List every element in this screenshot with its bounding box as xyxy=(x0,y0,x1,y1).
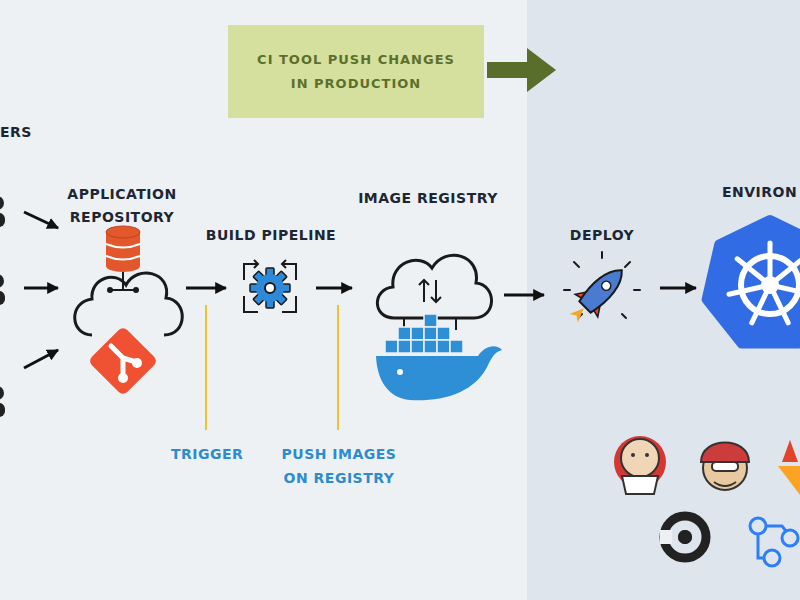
step-label: PUSH IMAGES ON REGISTRY xyxy=(280,442,398,490)
ci-arrow xyxy=(487,48,556,92)
step-heading: DEPLOY xyxy=(537,224,667,247)
step-heading: BUILD PIPELINE xyxy=(186,224,356,247)
rocket-icon xyxy=(562,252,640,330)
step-heading: IMAGE REGISTRY xyxy=(343,187,513,210)
kubernetes-logo xyxy=(707,220,800,344)
registry-icon xyxy=(376,255,502,400)
ci-note-box: CI TOOL PUSH CHANGES IN PRODUCTION xyxy=(228,25,484,118)
container-stack xyxy=(385,314,463,353)
note-text: CI TOOL PUSH CHANGES IN PRODUCTION xyxy=(249,48,463,96)
jenkins-logo xyxy=(614,436,666,494)
step-label: TRIGGER xyxy=(171,442,261,466)
git-logo xyxy=(88,326,159,397)
flow-arrow xyxy=(186,287,226,290)
docker-whale xyxy=(376,346,502,400)
build-node: BUILD PIPELINE xyxy=(230,250,312,325)
travis-logo xyxy=(701,443,749,491)
gear-icon xyxy=(244,260,296,312)
circleci-logo xyxy=(660,516,706,558)
flow-arrow xyxy=(504,294,544,297)
github-actions-logo xyxy=(750,518,798,566)
leader-lines xyxy=(206,305,338,430)
developer-arrows xyxy=(24,212,58,368)
step-heading: ENVIRON xyxy=(722,181,800,204)
cut-heading: ERS xyxy=(0,120,60,144)
registry-node: IMAGE REGISTRY xyxy=(356,235,500,405)
gitlab-logo xyxy=(778,440,800,495)
database-icon xyxy=(106,226,140,293)
developer-icons xyxy=(0,196,5,417)
flow-arrow xyxy=(316,287,352,290)
step-heading: APPLICATION REPOSITORY xyxy=(52,183,192,229)
deploy-node: DEPLOY xyxy=(548,250,656,335)
repository-icon xyxy=(75,226,183,396)
flow-arrow xyxy=(660,287,696,290)
cycle-arrows xyxy=(244,260,296,312)
repository-node: APPLICATION REPOSITORY xyxy=(62,225,182,410)
environment-node: ENVIRON xyxy=(700,210,800,360)
